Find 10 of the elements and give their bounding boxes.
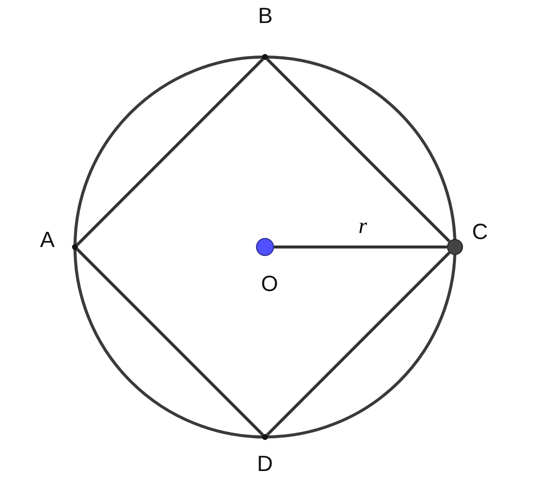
point-label: O (261, 272, 278, 296)
point-label: B (258, 4, 273, 28)
point-label: D (257, 452, 273, 476)
line-segment (76, 58, 264, 246)
line-segment (266, 252, 450, 436)
line-segment (76, 248, 264, 436)
line-segment (266, 58, 450, 242)
point-label: C (472, 220, 488, 244)
point-label: A (40, 228, 55, 252)
line-segment (274, 246, 447, 248)
